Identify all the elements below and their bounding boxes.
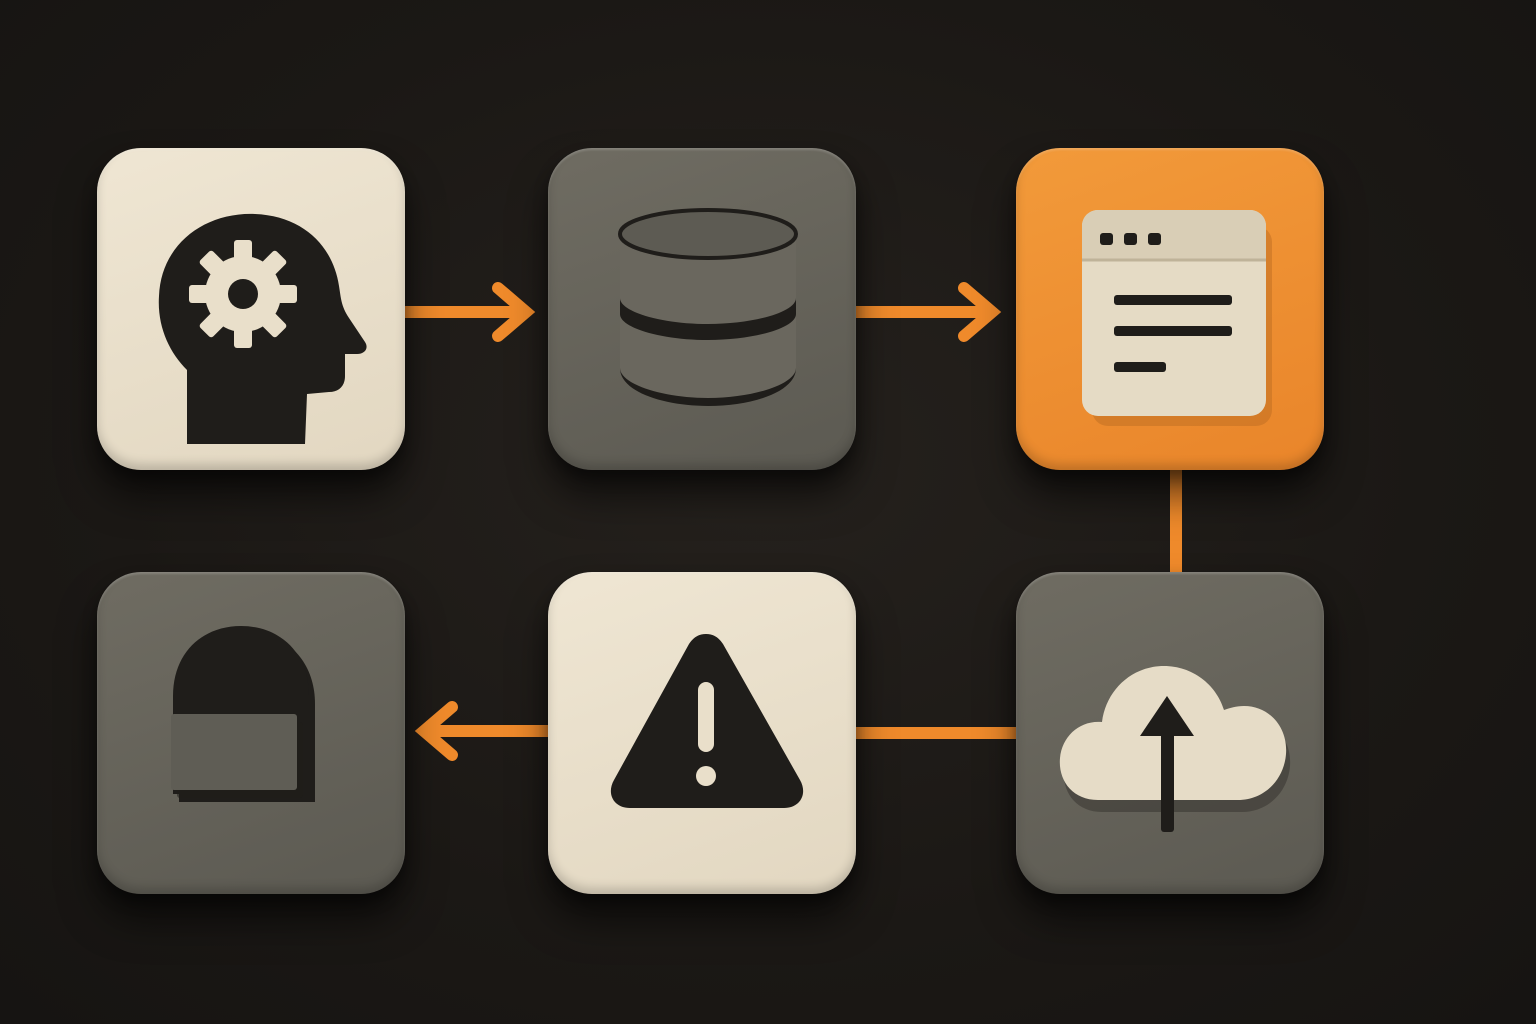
- storage-block-icon: [171, 626, 315, 802]
- node-warning[interactable]: [548, 572, 856, 894]
- browser-window-icon: [1082, 210, 1272, 426]
- head-gear-icon: [158, 213, 367, 444]
- warning-icon: [610, 634, 804, 808]
- edge-head-to-database: [405, 282, 536, 342]
- node-database[interactable]: [548, 148, 856, 470]
- node-cloud-upload[interactable]: [1016, 572, 1324, 894]
- edge-warning-to-storage: [414, 701, 548, 761]
- database-icon: [618, 208, 798, 406]
- edge-database-to-browser: [856, 282, 1002, 342]
- node-browser-window[interactable]: [1016, 148, 1324, 470]
- node-storage-block[interactable]: [97, 572, 405, 894]
- node-head-gear[interactable]: [97, 148, 405, 470]
- cloud-upload-icon: [1059, 666, 1291, 832]
